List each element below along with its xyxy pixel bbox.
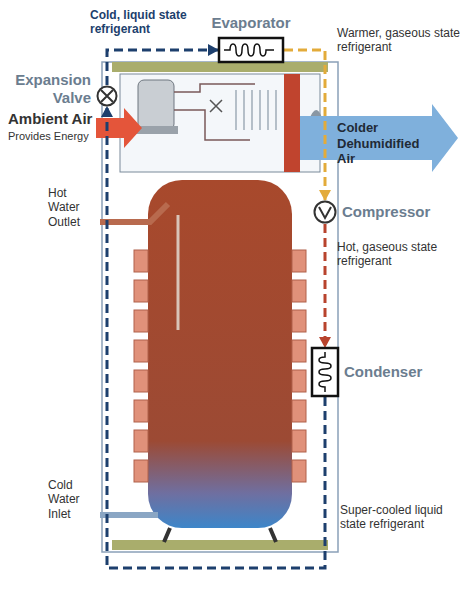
compressor-outline — [313, 200, 337, 224]
refrigerant-flow — [284, 50, 325, 200]
air-label: Ambient Air — [8, 110, 92, 128]
condenser-coil-wraps — [134, 250, 306, 482]
coil-h-symbol — [218, 37, 284, 63]
flow-label: Super-cooled liquid state refrigerant — [340, 503, 455, 532]
coil-wrap — [134, 370, 148, 392]
coil-v-symbol — [311, 347, 339, 397]
tank-legs — [164, 528, 276, 542]
coil-wrap — [292, 310, 306, 332]
flow-label: Cold, liquid state refrigerant — [90, 8, 205, 37]
coil-wrap — [292, 400, 306, 422]
node-label: Evaporator — [211, 14, 290, 32]
pipe-label: Cold Water Inlet — [48, 478, 98, 521]
coil-wrap — [292, 280, 306, 302]
flow-label: Warmer, gaseous state refrigerant — [337, 26, 462, 55]
valve-symbol — [96, 85, 118, 107]
node-label: Compressor — [342, 203, 430, 221]
heating-element — [177, 215, 180, 330]
node-label: Expansion Valve — [11, 71, 91, 107]
hot-water-pipe — [100, 204, 168, 222]
coil-wrap — [134, 430, 148, 452]
coil-wrap — [134, 460, 148, 482]
coil-wrap — [134, 340, 148, 362]
compressor-node: Compressor — [313, 200, 430, 224]
cold-water-pipe — [100, 512, 158, 518]
coil-fins — [236, 90, 276, 130]
refrigerant-flow — [324, 224, 327, 347]
coil-h-outline — [218, 37, 284, 63]
heat-pump-compartment — [120, 74, 320, 172]
coil-wrap — [134, 250, 148, 272]
coil-wrap — [134, 310, 148, 332]
coil-wrap — [292, 460, 306, 482]
compressor-cylinder — [138, 80, 174, 130]
condenser-node: Condenser — [311, 347, 422, 397]
coil-wrap — [292, 370, 306, 392]
top-band — [112, 62, 328, 72]
coil-wrap — [134, 280, 148, 302]
air-note: Provides Energy — [8, 130, 89, 143]
flow-label: Hot, gaseous state refrigerant — [337, 240, 452, 269]
refrigerant-flow — [107, 107, 325, 568]
evaporator-node: Evaporator — [211, 14, 290, 63]
coil-wrap — [292, 250, 306, 272]
coil-wrap — [292, 430, 306, 452]
inner-valve-symbol — [210, 100, 222, 112]
ambient-air-arrow — [96, 108, 142, 148]
evaporator-panel — [284, 74, 300, 172]
coil-wrap — [134, 400, 148, 422]
valve-outline — [96, 85, 118, 107]
compressor-symbol — [313, 200, 337, 224]
coil-v-outline — [311, 347, 339, 397]
water-tank — [148, 180, 292, 528]
refrigerant-piping — [174, 84, 255, 140]
node-label: Condenser — [344, 363, 422, 381]
air-label: Colder Dehumidified Air — [337, 120, 437, 167]
expansion-valve-node: Expansion Valve — [11, 71, 118, 107]
refrigerant-flow — [107, 50, 218, 85]
bottom-band — [112, 540, 328, 550]
coil-wrap — [292, 340, 306, 362]
pipe-label: Hot Water Outlet — [48, 186, 98, 229]
